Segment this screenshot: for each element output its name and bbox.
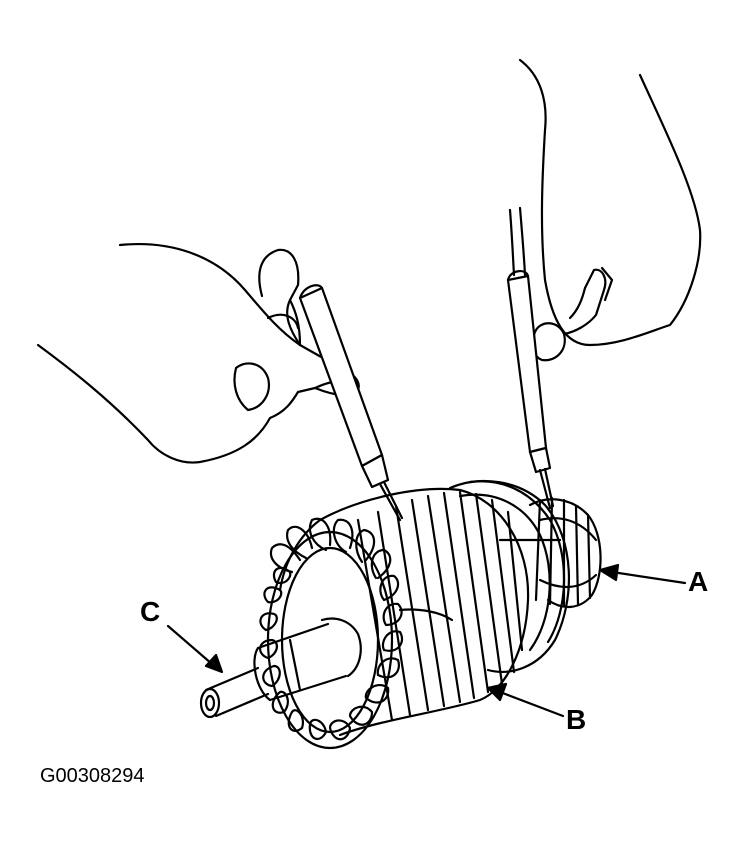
- callout-label-a: A: [688, 566, 709, 597]
- callout-label-c: C: [140, 596, 161, 627]
- left-hand: [38, 244, 359, 462]
- armature-windings: [260, 519, 402, 748]
- pinion-gear: [530, 498, 601, 607]
- armature-end-ring: [450, 481, 569, 672]
- leader-a-arrow: [600, 565, 685, 583]
- right-probe: [508, 208, 553, 508]
- right-hand: [520, 60, 700, 360]
- left-probe: [300, 285, 402, 520]
- armature-core: [280, 489, 528, 735]
- figure-id: G00308294: [40, 765, 145, 787]
- leader-b-arrow: [488, 684, 563, 716]
- armature-shaft: [201, 619, 361, 717]
- leader-c-arrow: [168, 626, 222, 672]
- callout-label-b: B: [566, 704, 587, 735]
